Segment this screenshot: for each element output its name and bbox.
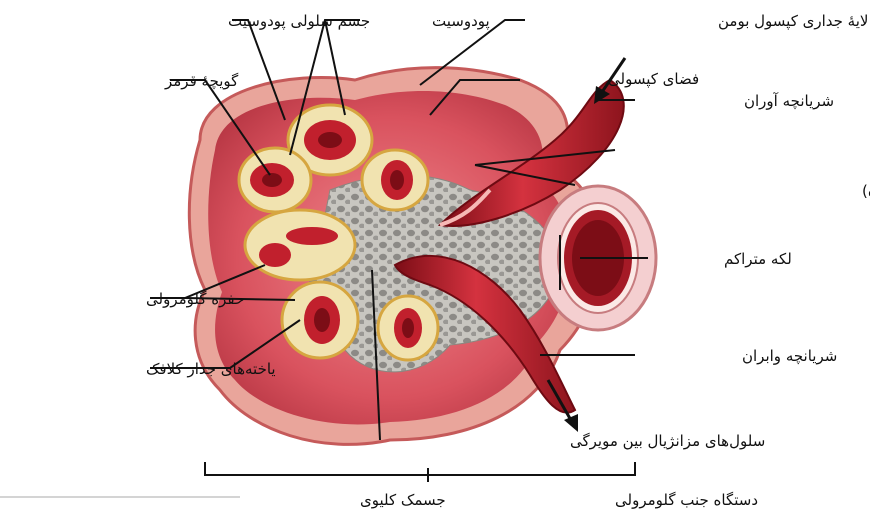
label-parietal-layer: لایهٔ جداری کپسول بومن xyxy=(718,12,868,31)
capillary-loop xyxy=(239,148,311,212)
label-granular-cells: سلول‌های گرانولی (ترشح کننده) xyxy=(862,182,870,200)
label-capsular-space: فضای کپسولی xyxy=(608,70,699,89)
capillary-loop xyxy=(378,296,438,360)
label-juxtaglomerular-apparatus: دستگاه جنب گلومرولی xyxy=(615,491,758,509)
brackets xyxy=(0,462,635,497)
label-red-blood-cell: گویچهٔ قرمز xyxy=(164,72,239,90)
capillary-loop xyxy=(362,150,428,210)
capillary-loop xyxy=(282,282,358,358)
label-mesangial-cells: سلول‌های مزانژیال بین مویرگی xyxy=(570,432,765,450)
label-efferent-arteriole: شریانچه وابران xyxy=(742,347,837,365)
label-podocyte-cell-body: جسم سلولی پودوسیت xyxy=(228,12,370,31)
capillary-loop xyxy=(245,210,355,280)
label-glomerular-pore: حفره گلومرولی xyxy=(146,290,244,308)
label-podocyte: پودوسیت xyxy=(432,12,490,31)
label-afferent-arteriole: شریانچه آوران xyxy=(744,92,834,110)
label-renal-corpuscle: جسمک کلیوی xyxy=(360,491,446,509)
label-macula-densa: لکه متراکم xyxy=(724,250,792,268)
label-capillary-wall-cells: یاخته‌های جدار کلافک xyxy=(146,360,276,378)
